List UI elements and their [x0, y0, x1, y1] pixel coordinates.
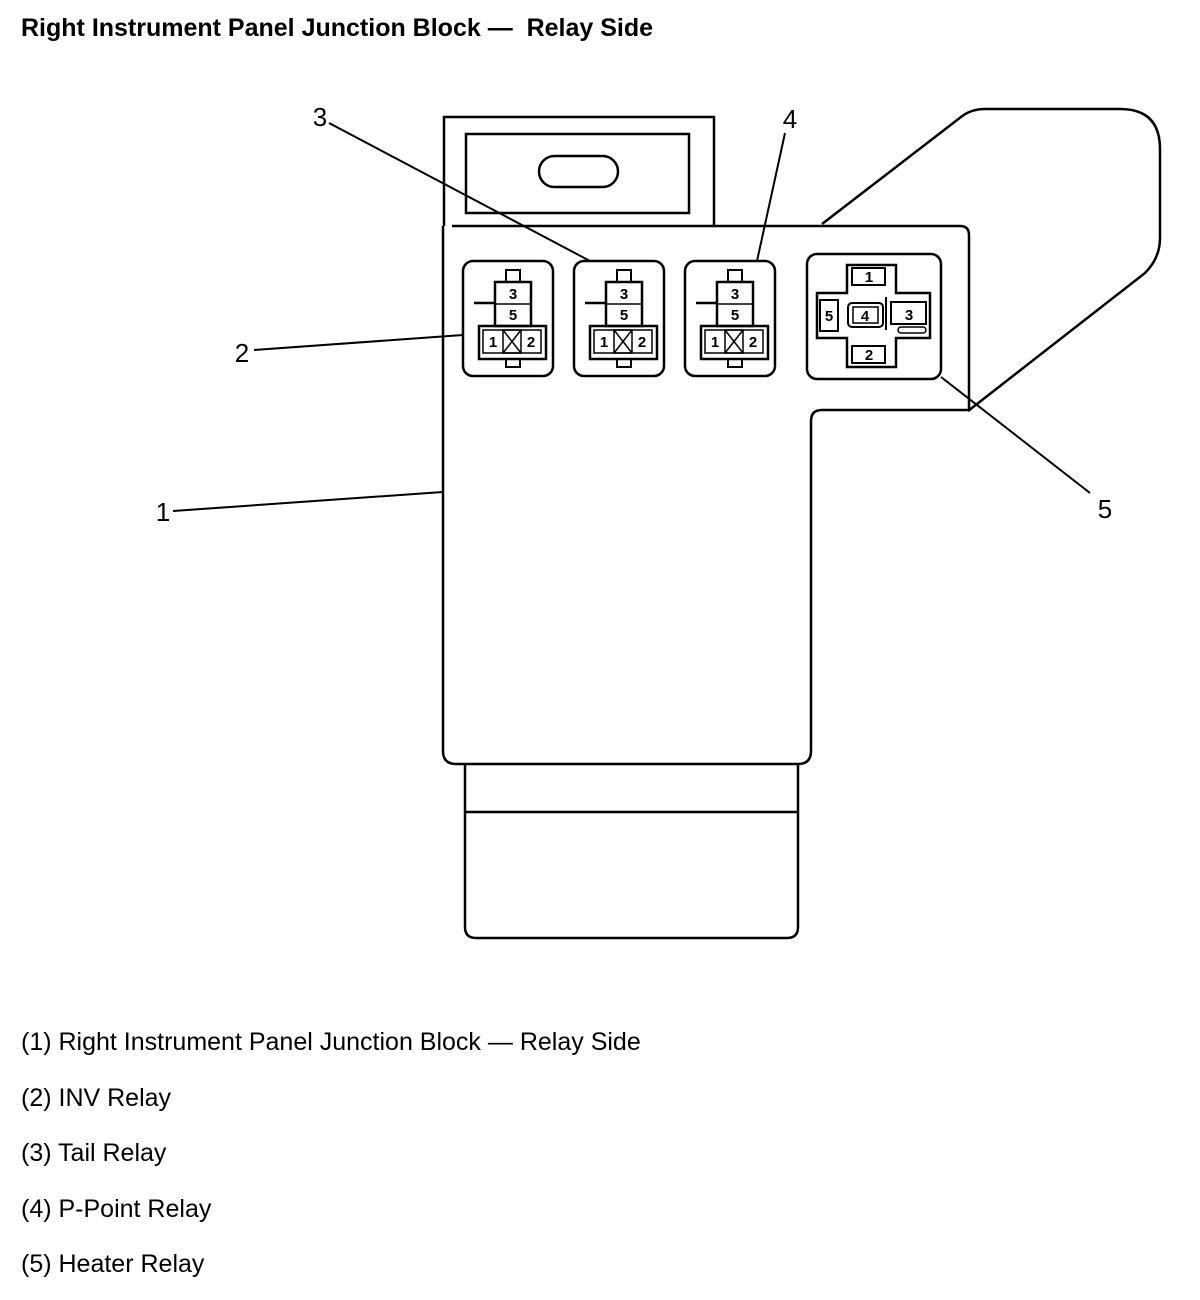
pin-label: 1 — [865, 269, 873, 286]
legend-item-junction-block: (1) Right Instrument Panel Junction Bloc… — [21, 1028, 641, 1056]
pin-label: 5 — [731, 307, 739, 324]
pin-label: 2 — [638, 334, 646, 351]
pin-label: 1 — [489, 334, 497, 351]
pin-label: 3 — [905, 307, 913, 324]
top-window — [464, 132, 691, 215]
harness-outline — [821, 107, 1162, 412]
pin-label: 4 — [861, 308, 870, 325]
pin-label: 3 — [509, 286, 517, 303]
pin-label: 3 — [620, 286, 628, 303]
junction-block-diagram: 3 5 1 2 3 5 1 2 3 5 1 2 1 2 5 4 3 — [156, 102, 1162, 940]
pin-label: 2 — [749, 334, 757, 351]
callout-2: 2 — [235, 338, 249, 368]
pin-label: 5 — [509, 307, 517, 324]
legend-item-tail-relay: (3) Tail Relay — [21, 1139, 167, 1167]
pin-label: 1 — [600, 334, 608, 351]
leader-line-3 — [328, 122, 591, 262]
pin-label: 2 — [865, 347, 873, 364]
callout-3: 3 — [313, 102, 327, 132]
top-tab — [442, 115, 716, 226]
leader-line-4 — [756, 132, 786, 262]
diagram-title: Right Instrument Panel Junction Block — … — [21, 14, 654, 42]
bottom-connector — [463, 764, 800, 940]
legend-item-heater-relay: (5) Heater Relay — [21, 1250, 205, 1278]
pin-label: 1 — [711, 334, 719, 351]
pin-label: 5 — [620, 307, 628, 324]
top-slot — [537, 154, 620, 189]
pin-label: 5 — [825, 308, 833, 325]
pin-label: 2 — [527, 334, 535, 351]
leader-line-1 — [172, 491, 444, 512]
relay-socket-heater — [805, 252, 943, 381]
pin-label: 3 — [731, 286, 739, 303]
leader-line-5 — [940, 376, 1091, 494]
legend: (1) Right Instrument Panel Junction Bloc… — [21, 1022, 641, 1300]
callout-1: 1 — [156, 497, 170, 527]
junction-block-body — [441, 224, 971, 766]
legend-item-inv-relay: (2) INV Relay — [21, 1083, 172, 1112]
legend-item-p-point-relay: (4) P-Point Relay — [21, 1194, 212, 1223]
callout-4: 4 — [783, 104, 797, 134]
callout-5: 5 — [1098, 494, 1112, 524]
leader-line-2 — [253, 334, 464, 351]
